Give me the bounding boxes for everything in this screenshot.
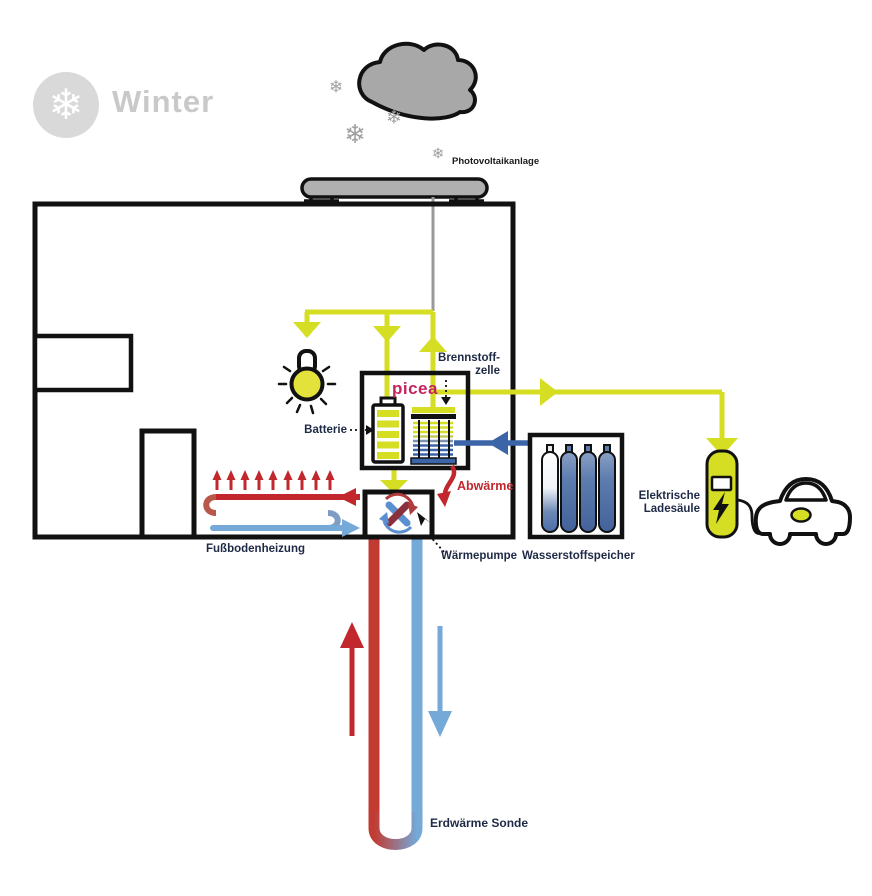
- hydrogen-line: [454, 431, 531, 455]
- heat-rise-arrows: [212, 470, 335, 490]
- hydrogen-storage: [527, 432, 625, 540]
- label-erdwaerme-sonde: Erdwärme Sonde: [430, 816, 529, 830]
- snowflake-icon: ❄: [328, 77, 344, 97]
- hydrogen-cylinder: [541, 444, 616, 533]
- battery-icon: [371, 396, 405, 464]
- snowflake-icon: ❄: [344, 119, 366, 149]
- label-fussbodenheizung: Fußbodenheizung: [206, 543, 306, 555]
- label-brennstoffzelle: Brennstoff- zelle: [420, 352, 500, 378]
- label-ladesaeule-line1: Elektrische: [638, 490, 700, 502]
- snow-cloud-icon: [357, 41, 478, 121]
- label-waermepumpe: Wärmepumpe: [441, 550, 518, 562]
- waste-heat-arrow: [437, 464, 457, 507]
- label-batterie: Batterie: [304, 424, 347, 436]
- batterie-leader-arrow: [350, 425, 374, 435]
- picea-logo: picea: [392, 379, 438, 398]
- charging-station: [705, 449, 792, 539]
- car: [753, 477, 852, 546]
- season-label: Winter: [112, 84, 215, 119]
- heat-pump-box: [362, 489, 435, 540]
- car-window: [784, 481, 828, 502]
- fan-icon: [379, 492, 418, 534]
- snowflake-icon: ❄: [48, 81, 84, 128]
- energy-lines: [293, 309, 738, 494]
- pv-panel: [300, 177, 489, 206]
- label-ladesaeule-line2: Ladesäule: [643, 503, 700, 516]
- charging-port: [790, 507, 812, 523]
- label-brennstoffzelle-line2: zelle: [475, 365, 500, 378]
- ground-probe-pipes: [368, 534, 423, 850]
- brennstoffzelle-leader-arrow: [441, 380, 451, 405]
- label-wasserstoffspeicher: Wasserstoffspeicher: [522, 550, 635, 562]
- light-bulb-icon: [277, 349, 337, 415]
- picea-unit-box: [359, 370, 471, 471]
- snowflake-icon: ❄: [386, 107, 402, 129]
- snowflake-icon: ❄: [431, 145, 445, 163]
- ground-flow-arrows: [340, 622, 452, 737]
- waermepumpe-leader-arrow: [417, 512, 445, 553]
- label-abwaerme: Abwärme: [457, 479, 514, 493]
- label-photovoltaikanlage: Photovoltaikanlage: [452, 156, 540, 167]
- label-brennstoffzelle-line1: Brennstoff-: [438, 352, 500, 364]
- house-outline: [32, 201, 516, 540]
- winter-badge: ❄: [33, 72, 99, 138]
- floor-heating-pipes: [203, 488, 360, 537]
- label-ladesaeule: Elektrische Ladesäule: [630, 490, 700, 516]
- lightning-icon: [713, 492, 729, 524]
- fuel-cell-icon: [410, 407, 457, 465]
